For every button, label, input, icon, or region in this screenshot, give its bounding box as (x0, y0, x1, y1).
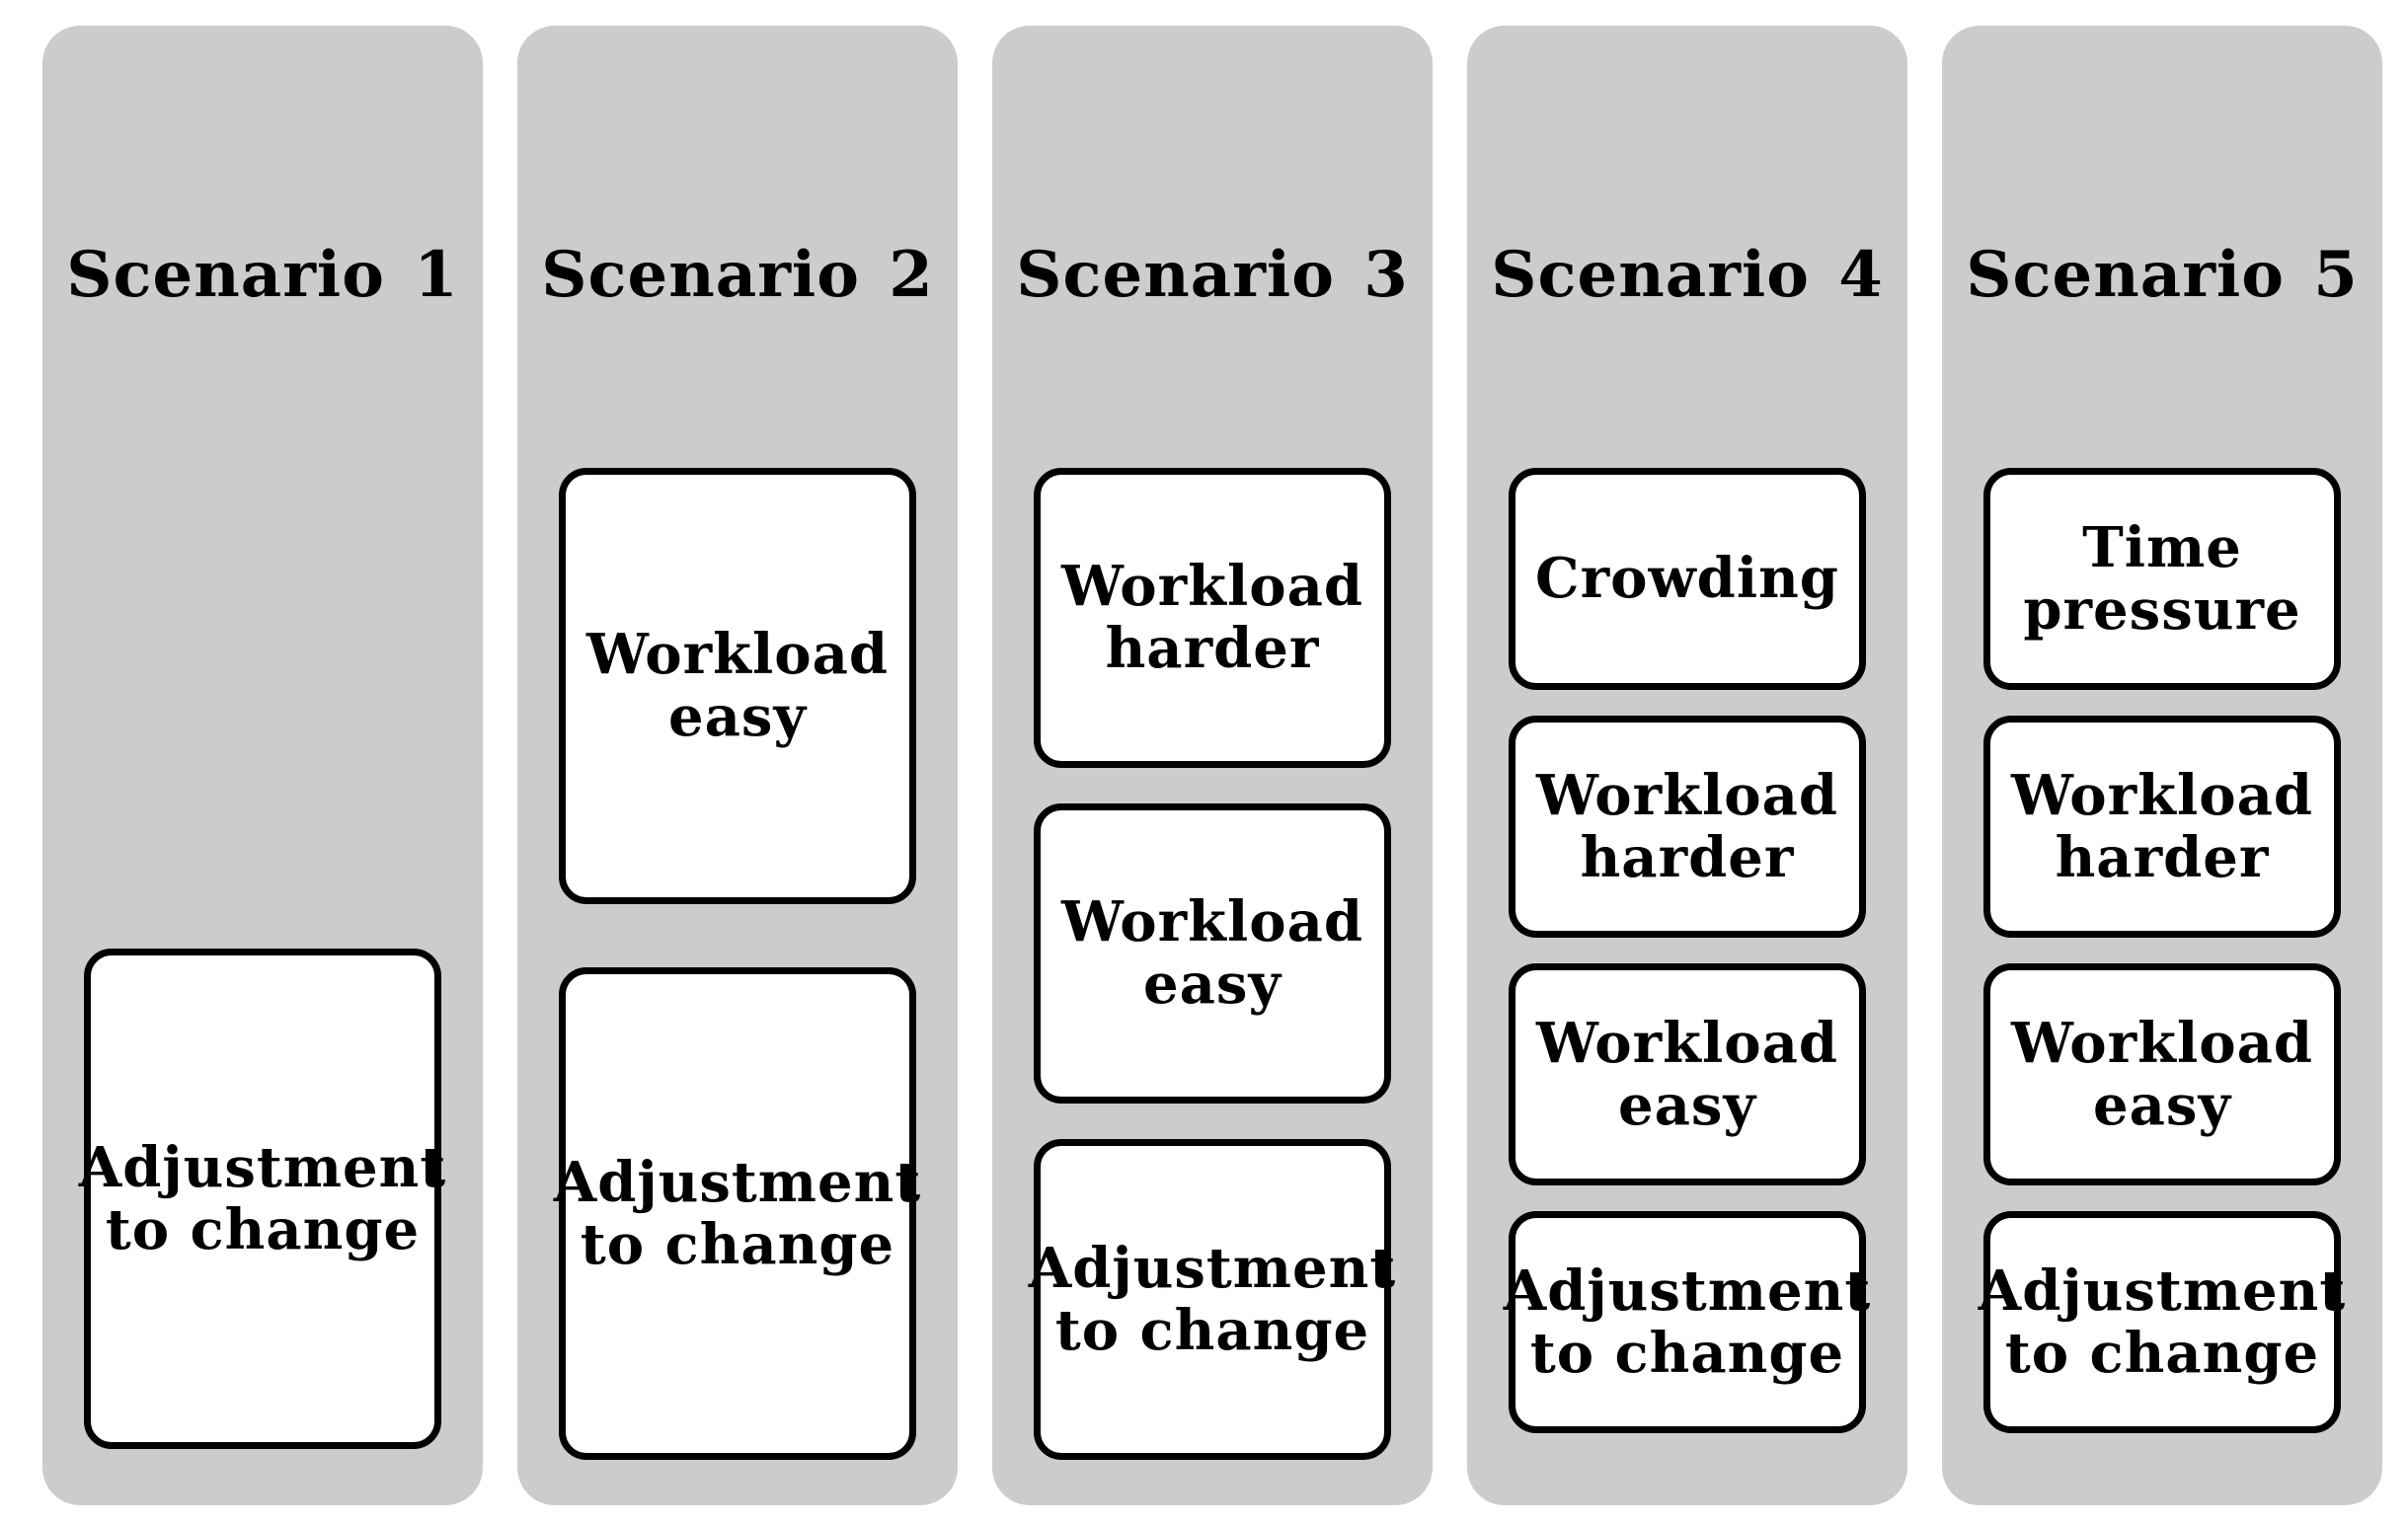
factor-label: Workload easy (2010, 1010, 2314, 1138)
factor-box-workload-harder: Workload harder (1983, 716, 2341, 938)
factor-label: Adjustment to change (78, 1134, 447, 1262)
scenario-title: Scenario 4 (1491, 238, 1884, 312)
factor-label: Time pressure (2023, 514, 2301, 643)
scenario-column-1: Scenario 1 Adjustment to change (42, 26, 483, 1505)
factor-box-workload-harder: Workload harder (1509, 716, 1866, 938)
factor-label: Workload easy (585, 622, 890, 749)
factor-label: Adjustment to change (553, 1149, 922, 1277)
factor-box-adjustment-to-change: Adjustment to change (554, 967, 920, 1460)
factor-box-workload-easy: Workload easy (1509, 963, 1866, 1185)
scenario-title: Scenario 5 (1966, 238, 2359, 312)
factor-box-adjustment-to-change: Adjustment to change (1504, 1211, 1870, 1433)
scenario-title: Scenario 3 (1016, 238, 1409, 312)
factor-box-workload-harder: Workload harder (1034, 468, 1391, 768)
scenario-title: Scenario 1 (66, 238, 459, 312)
scenario-column-5: Scenario 5 Time pressure Workload harder… (1942, 26, 2382, 1505)
factor-label: Workload easy (1060, 889, 1364, 1017)
factor-label: Adjustment to change (1028, 1235, 1397, 1363)
scenario-column-3: Scenario 3 Workload harder Workload easy… (992, 26, 1433, 1505)
factor-label: Workload harder (2010, 762, 2314, 890)
scenario-title: Scenario 2 (541, 238, 934, 312)
factor-box-workload-easy: Workload easy (1983, 963, 2341, 1185)
scenario-column-2: Scenario 2 Workload easy Adjustment to c… (517, 26, 958, 1505)
scenario-column-4: Scenario 4 Crowding Workload harder Work… (1467, 26, 1907, 1505)
factor-box-workload-easy: Workload easy (559, 468, 916, 904)
factor-box-workload-easy: Workload easy (1034, 803, 1391, 1104)
factor-label: Workload harder (1060, 554, 1364, 681)
factor-label: Adjustment to change (1978, 1258, 2347, 1386)
factor-box-crowding: Crowding (1509, 468, 1866, 690)
factor-box-adjustment-to-change: Adjustment to change (1979, 1211, 2345, 1433)
factor-label: Crowding (1535, 546, 1839, 612)
factor-box-adjustment-to-change: Adjustment to change (1029, 1139, 1395, 1460)
factor-box-time-pressure: Time pressure (1983, 468, 2341, 690)
factor-label: Adjustment to change (1503, 1258, 1872, 1386)
factor-label: Workload easy (1535, 1010, 1839, 1138)
factor-label: Workload harder (1535, 762, 1839, 890)
factor-box-adjustment-to-change: Adjustment to change (79, 949, 445, 1449)
